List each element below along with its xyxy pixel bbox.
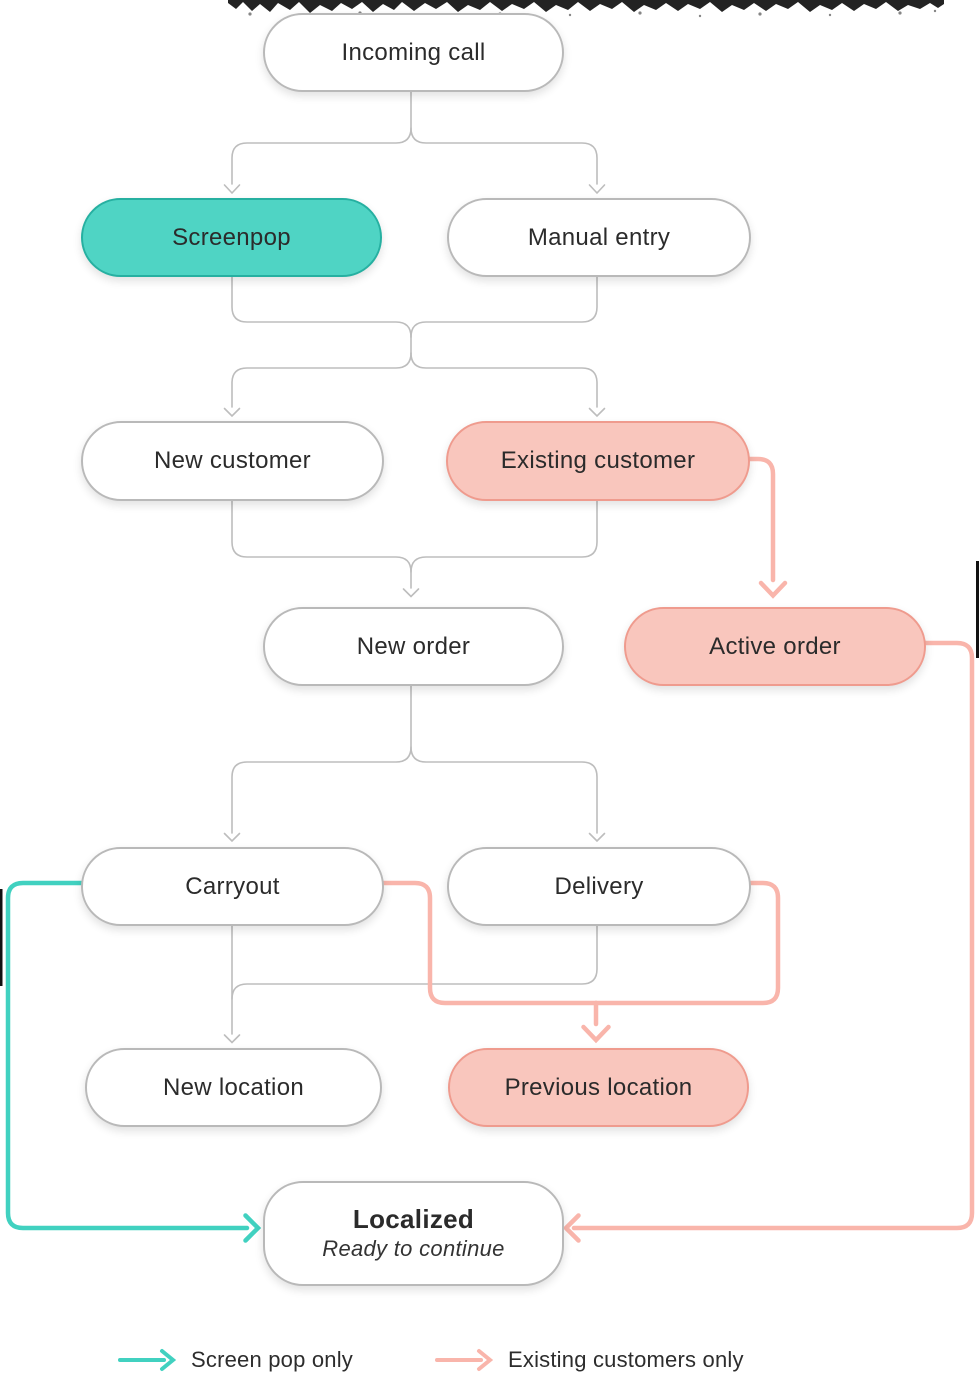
gray-connectors bbox=[223, 87, 606, 1044]
node-manual-entry: Manual entry bbox=[447, 198, 751, 277]
node-active-order: Active order bbox=[624, 607, 926, 686]
node-new-location: New location bbox=[85, 1048, 382, 1127]
connector-delivery-to-previous bbox=[593, 880, 781, 1006]
node-carryout: Carryout bbox=[81, 847, 384, 926]
node-localized-subtitle: Ready to continue bbox=[322, 1236, 505, 1262]
legend-screen-pop: Screen pop only bbox=[118, 1343, 353, 1377]
arrow-down-screenpop bbox=[223, 184, 241, 195]
arrow-down-new-order bbox=[402, 588, 420, 598]
arrow-left-localized bbox=[562, 1213, 581, 1243]
arrow-down-previous-location bbox=[581, 1024, 611, 1044]
arrow-down-manual bbox=[588, 184, 606, 195]
torn-edge-artifact bbox=[0, 0, 979, 986]
node-new-customer: New customer bbox=[81, 421, 384, 501]
arrow-right-localized bbox=[243, 1213, 262, 1243]
arrow-down-delivery bbox=[588, 832, 606, 843]
arrow-down-active-order bbox=[758, 580, 788, 599]
teal-connectors bbox=[5, 880, 262, 1243]
node-previous-location-label: Previous location bbox=[504, 1073, 693, 1101]
arrow-down-existing-customer bbox=[588, 407, 606, 418]
node-incoming-call: Incoming call bbox=[263, 13, 564, 92]
arrow-down-carryout bbox=[223, 832, 241, 843]
node-previous-location: Previous location bbox=[448, 1048, 749, 1127]
node-delivery: Delivery bbox=[447, 847, 751, 926]
node-localized: Localized Ready to continue bbox=[263, 1181, 564, 1286]
connector-incoming-to-manual bbox=[410, 127, 598, 185]
connector-incoming-to-screenpop bbox=[231, 87, 412, 185]
connector-carryout-to-previous bbox=[377, 880, 599, 1006]
node-active-order-label: Active order bbox=[709, 632, 841, 660]
legend-existing-customers-label: Existing customers only bbox=[508, 1347, 744, 1372]
screen-pop-arrow-icon bbox=[118, 1349, 176, 1371]
pink-connectors bbox=[377, 456, 975, 1243]
node-screenpop-label: Screenpop bbox=[172, 223, 291, 251]
node-manual-entry-label: Manual entry bbox=[527, 223, 671, 251]
node-new-customer-label: New customer bbox=[154, 447, 311, 474]
node-screenpop: Screenpop bbox=[81, 198, 382, 277]
node-incoming-call-label: Incoming call bbox=[341, 38, 486, 66]
legend-existing-customers: Existing customers only bbox=[435, 1343, 744, 1377]
connector-existing-to-active bbox=[743, 456, 776, 583]
node-new-order-label: New order bbox=[356, 632, 471, 660]
node-carryout-label: Carryout bbox=[185, 872, 280, 900]
node-new-location-label: New location bbox=[162, 1073, 304, 1101]
node-delivery-label: Delivery bbox=[554, 872, 644, 900]
node-localized-title: Localized bbox=[352, 1203, 475, 1234]
arrow-down-new-location bbox=[223, 1034, 241, 1044]
node-existing-customer-label: Existing customer bbox=[500, 447, 696, 474]
existing-customers-arrow-icon bbox=[435, 1349, 493, 1371]
arrow-down-new-customer bbox=[223, 407, 241, 418]
connector-active-to-localized bbox=[571, 640, 975, 1231]
node-existing-customer: Existing customer bbox=[446, 421, 750, 501]
legend-screen-pop-label: Screen pop only bbox=[191, 1347, 353, 1372]
connector-carryout-to-localized bbox=[5, 880, 250, 1231]
node-new-order: New order bbox=[263, 607, 564, 686]
